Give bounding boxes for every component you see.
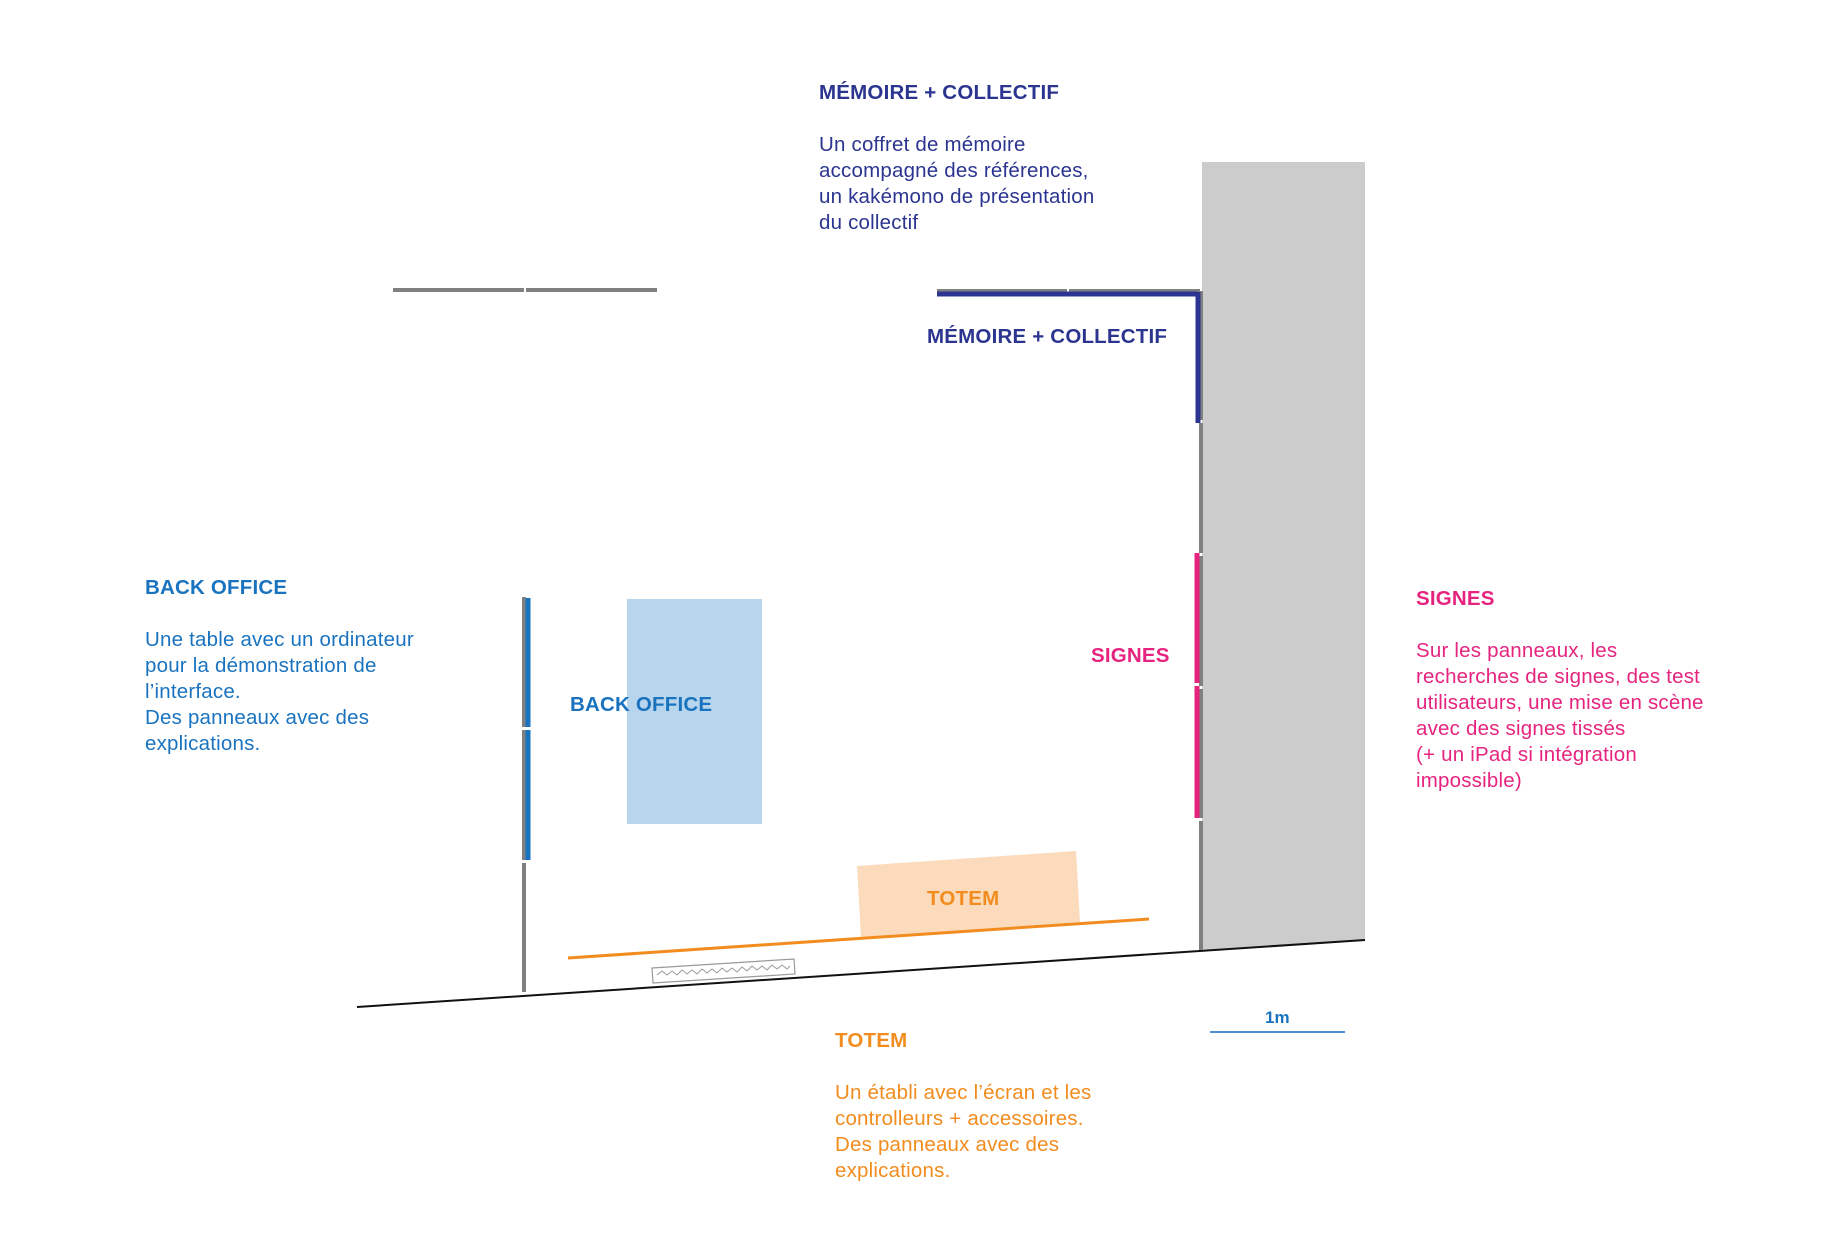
totem-plan-label: TOTEM [927, 887, 1000, 910]
back-office-line: explications. [145, 732, 261, 755]
scale-label: 1m [1265, 1008, 1290, 1027]
back-office-line: l’interface. [145, 680, 241, 703]
signes-plan-label: SIGNES [1091, 644, 1170, 667]
memoire-line: Un coffret de mémoire [819, 133, 1026, 156]
totem-line: controlleurs + accessoires. [835, 1107, 1084, 1130]
memoire-panels [937, 291, 1201, 423]
back-office-table [627, 599, 762, 824]
totem-panel-line [567, 917, 1150, 960]
totem-line: Un établi avec l’écran et les [835, 1081, 1092, 1104]
back-office-line: Une table avec un ordinateur [145, 628, 414, 651]
signes-line: (+ un iPad si intégration [1416, 743, 1637, 766]
back-office-title: BACK OFFICE [145, 576, 288, 599]
signes-line: utilisateurs, une mise en scène [1416, 691, 1704, 714]
back-office-line: Des panneaux avec des [145, 706, 370, 729]
radiator [651, 958, 796, 984]
signes-line: recherches de signes, des test [1416, 665, 1701, 688]
totem-line: explications. [835, 1159, 951, 1182]
memoire-line: un kakémono de présentation [819, 185, 1095, 208]
memoire-title: MÉMOIRE + COLLECTIF [819, 81, 1060, 104]
memoire-plan-label: MÉMOIRE + COLLECTIF [927, 325, 1168, 348]
memoire-line: accompagné des références, [819, 159, 1089, 182]
signes-line: impossible) [1416, 769, 1522, 792]
totem-title: TOTEM [835, 1029, 908, 1052]
signes-line: avec des signes tissés [1416, 717, 1626, 740]
floor-line [356, 939, 1366, 1008]
wall-block [1202, 162, 1365, 950]
totem-line: Des panneaux avec des [835, 1133, 1060, 1156]
back-office-plan-label: BACK OFFICE [570, 693, 713, 716]
memoire-line: du collectif [819, 211, 919, 234]
memoire-description: MÉMOIRE + COLLECTIF Un coffret de mémoir… [819, 80, 1095, 236]
totem-description: TOTEM Un établi avec l’écran et les cont… [835, 1028, 1092, 1184]
totem-workbench [857, 851, 1080, 937]
back-office-description: BACK OFFICE Une table avec un ordinateur… [145, 575, 414, 757]
signes-title: SIGNES [1416, 587, 1495, 610]
back-office-line: pour la démonstration de [145, 654, 377, 677]
signes-line: Sur les panneaux, les [1416, 639, 1618, 662]
signes-description: SIGNES Sur les panneaux, les recherches … [1416, 586, 1704, 794]
